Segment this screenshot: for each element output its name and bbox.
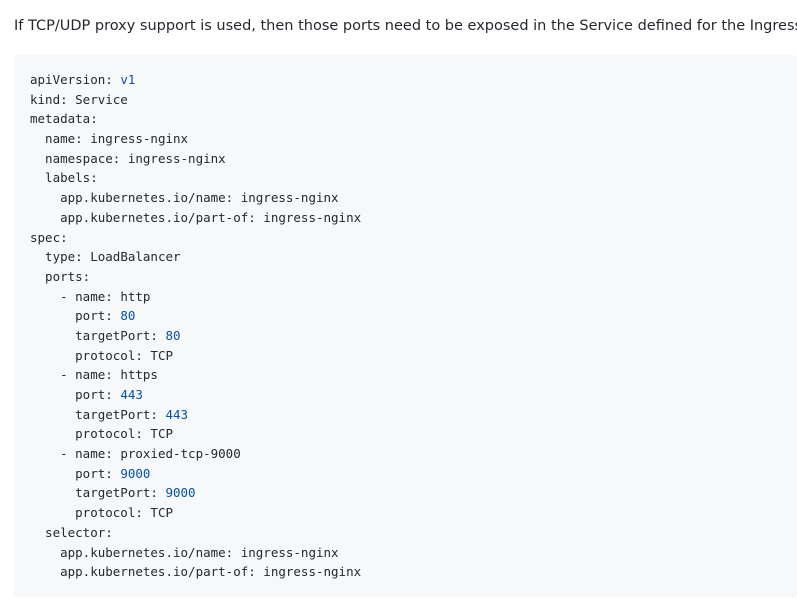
code-key: name: (30, 131, 91, 147)
code-value: ingress-nginx (263, 209, 362, 225)
code-value: 443 (165, 406, 189, 422)
code-key: port: (30, 465, 121, 481)
code-line: protocol: TCP (30, 503, 797, 523)
code-key: port: (30, 387, 121, 402)
code-line: protocol: TCP (30, 424, 797, 444)
code-line: targetPort: 9000 (30, 483, 797, 503)
code-key: - name: (30, 367, 121, 383)
code-value: 9000 (165, 485, 196, 501)
code-key: protocol: (30, 426, 151, 442)
code-value: http (120, 288, 151, 304)
code-line: targetPort: 443 (30, 405, 797, 425)
code-key: - name: (30, 288, 121, 304)
code-key: kind: (30, 91, 76, 107)
intro-paragraph: If TCP/UDP proxy support is used, then t… (14, 18, 797, 34)
code-line: spec: (30, 228, 797, 248)
code-line: protocol: TCP (30, 346, 797, 366)
code-key: port: (30, 308, 121, 324)
code-key: app.kubernetes.io/part-of: (30, 209, 264, 225)
code-value: ingress-nginx (127, 150, 226, 166)
code-line: metadata: (30, 109, 797, 129)
code-key: labels: (30, 170, 98, 186)
code-value: 80 (165, 327, 181, 343)
code-line: - name: https (30, 365, 797, 385)
code-value: ingress-nginx (263, 564, 362, 580)
code-line: - name: proxied-tcp-9000 (30, 444, 797, 464)
code-key: type: (30, 249, 91, 265)
code-value: proxied-tcp-9000 (120, 446, 241, 462)
code-line: app.kubernetes.io/part-of: ingress-nginx (30, 562, 797, 582)
code-value: TCP (150, 347, 173, 363)
code-value: https (120, 367, 158, 383)
code-value: ingress-nginx (240, 544, 339, 560)
code-line: name: ingress-nginx (30, 129, 797, 149)
code-line: port: 443 (30, 385, 797, 405)
code-line: port: 9000 (30, 464, 797, 484)
code-line: type: LoadBalancer (30, 247, 797, 267)
code-line: app.kubernetes.io/name: ingress-nginx (30, 543, 797, 563)
code-key: ports: (30, 268, 91, 284)
code-key: protocol: (30, 505, 151, 521)
code-key: spec: (30, 229, 68, 245)
code-key: app.kubernetes.io/name: (30, 190, 241, 206)
code-value: TCP (150, 426, 173, 442)
code-value: ingress-nginx (240, 190, 339, 206)
code-line: selector: (30, 523, 797, 543)
code-line: ports: (30, 267, 797, 287)
code-key: app.kubernetes.io/name: (30, 544, 241, 560)
code-line: labels: (30, 168, 797, 188)
code-value: 9000 (120, 465, 151, 481)
code-key: - name: (30, 446, 121, 462)
code-key: metadata: (30, 111, 98, 127)
code-key: protocol: (30, 347, 151, 363)
code-key: app.kubernetes.io/part-of: (30, 564, 264, 580)
code-value: LoadBalancer (90, 249, 181, 265)
code-line: kind: Service (30, 90, 797, 110)
code-key: targetPort: (30, 327, 166, 343)
code-value: v1 (120, 72, 136, 87)
code-line: namespace: ingress-nginx (30, 149, 797, 169)
code-key: apiVersion: (30, 72, 121, 87)
code-line: apiVersion: v1 (30, 70, 797, 90)
code-line: - name: http (30, 287, 797, 307)
code-value: 80 (120, 308, 136, 324)
code-key: targetPort: (30, 406, 166, 422)
code-key: selector: (30, 524, 113, 540)
code-line: targetPort: 80 (30, 326, 797, 346)
code-value: ingress-nginx (90, 131, 189, 147)
code-key: targetPort: (30, 485, 166, 501)
code-value: 443 (120, 387, 143, 402)
code-line: app.kubernetes.io/name: ingress-nginx (30, 188, 797, 208)
code-line: port: 80 (30, 306, 797, 326)
code-key: namespace: (30, 150, 128, 166)
code-value: TCP (150, 505, 173, 521)
code-value: Service (75, 91, 128, 107)
code-line: app.kubernetes.io/part-of: ingress-nginx (30, 208, 797, 228)
